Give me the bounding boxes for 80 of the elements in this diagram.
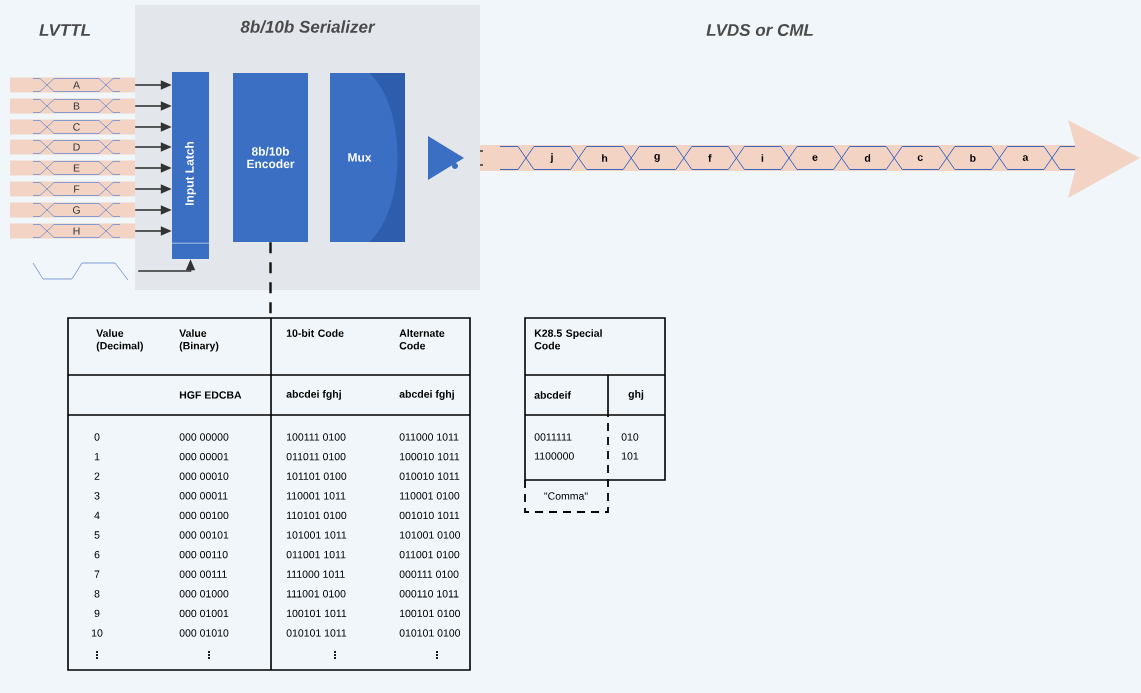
table-text: 000 00010 [179, 472, 229, 480]
table-text: 4 [94, 511, 100, 519]
ellipsis: ⋮ [208, 651, 210, 659]
heading: LVDS or CML [706, 24, 813, 36]
table-text: 011011 0100 [286, 452, 346, 461]
table-text: 100101 1011 [287, 609, 347, 618]
table-text: 6 [94, 550, 100, 559]
column-heading: Value (Binary) [179, 329, 219, 352]
table-text: 110101 0100 [287, 511, 347, 520]
table-text: 011000 1011 [399, 433, 459, 441]
table [67, 317, 471, 671]
table-text: 111001 0100 [287, 590, 346, 598]
bit-order-heading: abcdei fghj [399, 390, 454, 400]
table-text: 2 [94, 472, 100, 480]
mux-block: Mux [330, 73, 405, 242]
bit-label: a [1022, 155, 1029, 161]
table-text: 8 [94, 590, 100, 598]
table-text: 000 01010 [179, 629, 229, 637]
table-text: 0 [94, 433, 100, 441]
clock-waveform [32, 262, 129, 281]
table-text: 000 00011 [179, 492, 228, 500]
column-heading: K28.5 Special Code [534, 329, 602, 350]
bit-label: j [550, 153, 553, 163]
bit-label: c [917, 155, 923, 161]
bit-order-heading: abcdei fghj [286, 390, 341, 400]
heading: LVTTL [39, 24, 90, 36]
table-text: 010 [621, 433, 639, 441]
table-text: 5 [94, 531, 100, 539]
table-text: 0011111 [534, 433, 572, 441]
ellipsis: ⋮ [334, 651, 336, 659]
bit-label: h [602, 154, 608, 162]
table-text: 7 [94, 570, 100, 578]
bit-label: f [708, 154, 712, 162]
table-text: 000 00110 [179, 550, 228, 559]
bit-label: g [654, 154, 660, 162]
table-text: 101 [622, 452, 639, 460]
table-text: 000111 0100 [399, 570, 459, 578]
table-text: 001010 1011 [399, 511, 460, 520]
table-text: 100111 0100 [287, 433, 346, 441]
table-text: 10 [91, 629, 103, 637]
table-text: 000 01001 [179, 609, 229, 618]
table-text: 010101 0100 [399, 629, 461, 637]
bit-label: i [761, 154, 764, 162]
table-text: 000 00111 [179, 570, 227, 578]
table-text: 100010 1011 [400, 452, 460, 461]
table-text: 000110 1011 [399, 590, 459, 598]
table-text: 111000 1011 [287, 570, 345, 578]
table-text: 3 [94, 492, 100, 500]
driver-symbol [428, 136, 464, 180]
table-text: 000 01000 [179, 590, 229, 598]
table-text: 9 [94, 609, 100, 618]
table-text: 101101 0100 [287, 472, 347, 480]
ellipsis: ⋮ [436, 651, 438, 659]
bit-label: d [864, 154, 871, 162]
column-heading: Alternate Code [399, 329, 445, 350]
encoder-block: 8b/10b Encoder [233, 73, 308, 242]
ellipsis: ⋮ [96, 651, 98, 659]
table-text: 101001 1011 [287, 531, 347, 539]
table-text: 010101 1011 [286, 629, 347, 637]
table-text: 011001 0100 [399, 550, 460, 559]
table-text: 000 00001 [179, 452, 229, 461]
table-text: 000 00000 [179, 433, 229, 441]
table-text: 000 00101 [179, 531, 229, 539]
bit-order-heading: abcdeif [534, 391, 571, 399]
table-text: 1100000 [535, 452, 574, 460]
table-text: 101001 0100 [400, 531, 461, 539]
bit-label: b [970, 154, 976, 162]
table-text: 110001 1011 [287, 492, 346, 500]
column-heading: 10-bit Code [286, 329, 344, 337]
table-text: 100101 0100 [400, 609, 461, 618]
bit-label: e [812, 155, 818, 161]
latch-block: Input Latch [171, 72, 210, 259]
table-text: 010010 1011 [399, 472, 460, 480]
table-text: 110001 0100 [400, 492, 460, 500]
column-heading: Value (Decimal) [96, 329, 143, 352]
table-text: 011001 1011 [286, 550, 346, 559]
table-text: 1 [94, 453, 100, 461]
bit-order-heading: HGF EDCBA [179, 391, 242, 399]
bit-order-heading: ghj [628, 390, 644, 400]
table-text: 000 00100 [179, 511, 229, 520]
